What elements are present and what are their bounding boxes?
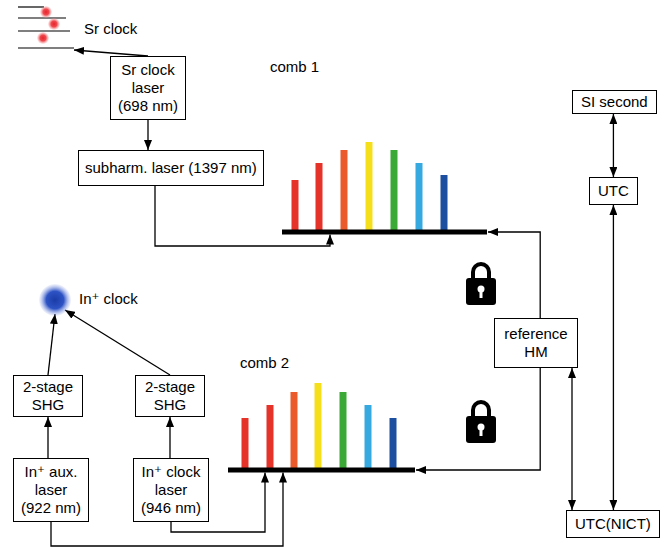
comb-tooth xyxy=(267,405,274,470)
box-label: In⁺ aux. laser (922 nm) xyxy=(19,463,83,517)
process-box: reference HM xyxy=(494,318,578,368)
figure-node: Sr clock xyxy=(8,2,168,54)
box-label: 2-stage SHG xyxy=(142,378,198,414)
process-box: In⁺ aux. laser (922 nm) xyxy=(13,458,89,522)
box-label: subharm. laser (1397 nm) xyxy=(85,159,257,177)
comb-tooth xyxy=(242,418,249,470)
energy-level-illustration xyxy=(8,2,76,54)
comb-baseline xyxy=(228,468,415,473)
atom-dot xyxy=(48,18,60,30)
box-label: Sr clock laser (698 nm) xyxy=(116,61,180,115)
lock-body xyxy=(466,416,496,443)
comb-tooth xyxy=(341,150,348,232)
ion-dot xyxy=(39,284,71,316)
comb-tooth xyxy=(390,418,397,470)
lock-shackle xyxy=(473,264,489,280)
figure-node: comb 2 xyxy=(226,350,420,476)
comb-tooth xyxy=(391,150,398,232)
connector-arrow xyxy=(416,368,540,470)
box-label: UTC(NICT) xyxy=(575,515,651,533)
energy-level xyxy=(18,6,44,7)
process-box: SI second xyxy=(572,90,657,114)
connector-arrow xyxy=(488,232,540,318)
atom-dot xyxy=(40,6,52,18)
ion-illustration xyxy=(37,282,73,318)
energy-level xyxy=(18,17,66,18)
box-label: UTC xyxy=(598,182,629,200)
box-label: SI second xyxy=(581,93,648,111)
process-box: UTC xyxy=(589,177,638,205)
process-box: 2-stage SHG xyxy=(135,375,205,417)
atom-dot xyxy=(37,32,49,44)
box-label: reference HM xyxy=(503,325,569,361)
comb-tooth xyxy=(315,383,322,470)
lock-body xyxy=(466,278,496,305)
process-box: Sr clock laser (698 nm) xyxy=(110,56,186,120)
comb-tooth xyxy=(365,405,372,470)
figure-node: In⁺ clock xyxy=(37,282,157,318)
comb-tooth xyxy=(316,163,323,232)
connector-arrow xyxy=(571,368,572,510)
comb-baseline xyxy=(282,230,487,235)
comb-tooth xyxy=(291,392,298,470)
box-label: 2-stage SHG xyxy=(20,378,76,414)
box-label: In⁺ clock laser (946 nm) xyxy=(139,463,203,517)
lock-shackle xyxy=(473,402,489,418)
energy-level xyxy=(18,30,70,31)
lock-icon xyxy=(466,264,496,305)
box-label: comb 2 xyxy=(240,354,289,372)
comb-spectrum xyxy=(268,50,492,240)
comb-tooth xyxy=(292,180,299,232)
connector-arrow xyxy=(48,314,55,375)
connector-arrow xyxy=(613,205,614,510)
lock-keyhole xyxy=(480,290,483,298)
energy-level xyxy=(18,47,74,48)
process-box: In⁺ clock laser (946 nm) xyxy=(133,458,209,522)
process-box: 2-stage SHG xyxy=(13,375,83,417)
connector-arrow xyxy=(155,186,330,246)
box-label: comb 1 xyxy=(270,58,319,76)
process-box: subharm. laser (1397 nm) xyxy=(78,150,264,186)
connector-arrow xyxy=(47,417,48,458)
connector-arrow xyxy=(65,310,170,375)
comb-tooth xyxy=(340,392,347,470)
connector-arrow xyxy=(613,114,614,177)
comb-tooth xyxy=(441,175,448,232)
comb-tooth xyxy=(366,142,373,232)
lock-keyhole xyxy=(480,428,483,436)
connector-arrow xyxy=(169,417,170,458)
connector-arrow xyxy=(147,120,148,150)
lock-icon xyxy=(466,402,496,443)
box-label: Sr clock xyxy=(84,20,137,38)
box-label: In⁺ clock xyxy=(79,290,138,308)
process-box: UTC(NICT) xyxy=(566,510,660,538)
figure-node: comb 1 xyxy=(268,50,492,240)
comb-tooth xyxy=(416,163,423,232)
